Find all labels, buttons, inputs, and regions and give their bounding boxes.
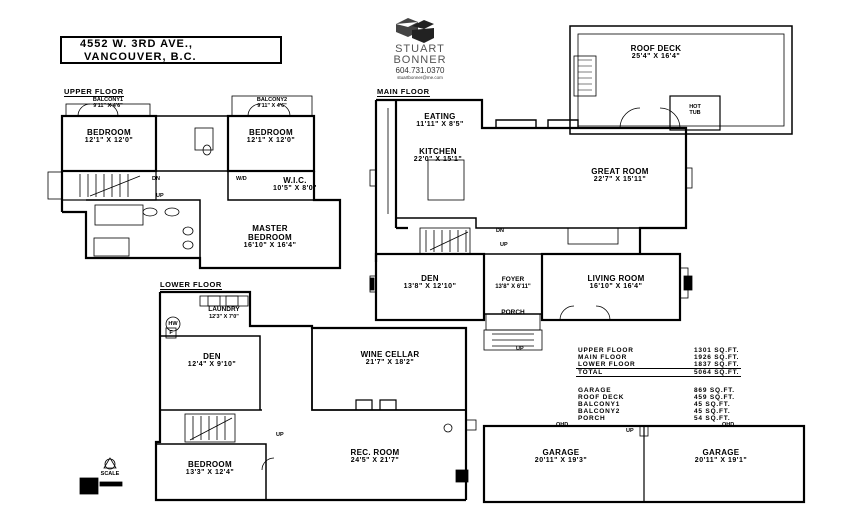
- area-table-floors: UPPER FLOOR 1301 SQ.FT. MAIN FLOOR 1926 SQ.…: [576, 347, 742, 377]
- room-bedroom-upper-1: BEDROOM 12'1" X 12'0": [84, 128, 134, 144]
- area-label: LOWER FLOOR: [578, 361, 636, 368]
- area-value: 1301 SQ.FT.: [694, 347, 740, 354]
- room-balcony2: BALCONY2 9'11" X 4'6": [256, 97, 288, 109]
- area-total-row: TOTAL 5064 SQ.FT.: [576, 368, 742, 377]
- room-wic: W.I.C. 10'5" X 8'0": [273, 176, 317, 192]
- area-row: MAIN FLOOR 1926 SQ.FT.: [576, 354, 741, 361]
- balcony-doors: [77, 103, 291, 117]
- area-row: BALCONY2 45 SQ.FT.: [576, 408, 737, 415]
- room-roof-deck: ROOF DECK 25'4" X 16'4": [630, 44, 682, 60]
- main-floor-label: MAIN FLOOR: [377, 87, 430, 97]
- room-laundry: LAUNDRY 12'3" X 7'0": [208, 306, 240, 320]
- room-eating: EATING 11'11" X 8'5": [416, 112, 464, 128]
- room-garage-1: GARAGE 20'11" X 19'3": [534, 448, 588, 464]
- area-label: PORCH: [578, 415, 606, 422]
- logo-mark-icon: [396, 18, 434, 43]
- room-great-room: GREAT ROOM 22'7" X 15'11": [591, 167, 649, 183]
- area-label: ROOF DECK: [578, 394, 625, 401]
- scale-mark: [79, 457, 123, 495]
- room-den-main: DEN 13'8" X 12'10": [403, 274, 457, 290]
- address-box: 4552 W. 3RD AVE., VANCOUVER, B.C.: [60, 36, 282, 64]
- room-master-bedroom: MASTER BEDROOM 16'10" X 16'4": [243, 224, 297, 249]
- area-value: 54 SQ.FT.: [694, 415, 731, 422]
- area-value: 45 SQ.FT.: [694, 401, 731, 408]
- area-value: 45 SQ.FT.: [694, 408, 731, 415]
- room-wine-cellar: WINE CELLAR 21'7" X 18'2": [360, 350, 420, 366]
- area-value: 5064 SQ.FT.: [692, 368, 742, 377]
- area-row: UPPER FLOOR 1301 SQ.FT.: [576, 347, 741, 354]
- room-balcony1: BALCONY1 9'11" X 4'6": [92, 97, 124, 109]
- room-living-room: LIVING ROOM 16'10" X 16'4": [587, 274, 645, 290]
- area-row: PORCH 54 SQ.FT.: [576, 415, 737, 422]
- brand-line2: BONNER: [393, 54, 447, 66]
- brand-web: stuartbonner@me.com: [397, 75, 443, 80]
- brand-line1: STUART: [395, 43, 445, 55]
- garage-walls: [482, 424, 806, 504]
- area-value: 459 SQ.FT.: [694, 394, 735, 401]
- room-bedroom-upper-2: BEDROOM 12'1" X 12'0": [246, 128, 296, 144]
- area-label: BALCONY2: [578, 408, 621, 415]
- room-porch: PORCH: [501, 309, 525, 316]
- address-line1: 4552 W. 3RD AVE.,: [80, 38, 193, 50]
- area-row: GARAGE 869 SQ.FT.: [576, 387, 737, 394]
- main-up-mark: UP: [500, 242, 508, 248]
- scale-label: SCALE: [100, 471, 120, 477]
- area-label: UPPER FLOOR: [578, 347, 634, 354]
- area-label: MAIN FLOOR: [578, 354, 628, 361]
- main-floor-details: [369, 107, 693, 351]
- area-row: ROOF DECK 459 SQ.FT.: [576, 394, 737, 401]
- roof-deck-outline: [569, 25, 793, 135]
- area-value: 869 SQ.FT.: [694, 387, 735, 394]
- lower-floor-walls: [154, 290, 468, 502]
- room-kitchen: KITCHEN 22'0" X 15'1": [413, 147, 463, 163]
- garage-ohd-2: OHD: [722, 422, 735, 428]
- garage-up-mark: UP: [626, 428, 634, 434]
- room-foyer: FOYER 13'8" X 6'11": [495, 276, 531, 290]
- lower-floor-label: LOWER FLOOR: [160, 280, 222, 290]
- area-value: 1926 SQ.FT.: [694, 354, 740, 361]
- room-garage-2: GARAGE 20'11" X 19'1": [694, 448, 748, 464]
- upper-wd-mark: W/D: [236, 176, 247, 182]
- area-label: TOTAL: [576, 368, 692, 377]
- main-dn-mark: DN: [496, 228, 504, 234]
- upper-floor-details: [47, 95, 313, 257]
- f-mark: F: [169, 330, 173, 336]
- area-value: 1837 SQ.FT.: [694, 361, 740, 368]
- hw-mark: HW: [168, 321, 178, 327]
- brand-logo: STUART BONNER 604.731.0370 stuartbonner@…: [376, 16, 464, 80]
- area-row: BALCONY1 45 SQ.FT.: [576, 401, 737, 408]
- area-row: LOWER FLOOR 1837 SQ.FT.: [576, 361, 741, 369]
- area-label: GARAGE: [578, 387, 612, 394]
- hot-tub: HOT TUB: [689, 104, 701, 116]
- upper-floor-label: UPPER FLOOR: [64, 87, 124, 97]
- area-summary: UPPER FLOOR 1301 SQ.FT. MAIN FLOOR 1926 SQ.…: [576, 347, 742, 422]
- room-bedroom-lower: BEDROOM 13'3" X 12'4": [185, 460, 235, 476]
- address-line2: VANCOUVER, B.C.: [84, 51, 197, 63]
- brand-phone: 604.731.0370: [395, 66, 445, 75]
- upper-dn-mark: DN: [152, 176, 160, 182]
- room-rec-room: REC. ROOM 24'5" X 21'7": [350, 448, 400, 464]
- garage-ohd-1: OHD: [556, 422, 569, 428]
- porch-up-mark: UP: [516, 346, 524, 352]
- room-den-lower: DEN 12'4" X 9'10": [187, 352, 237, 368]
- lower-up-mark: UP: [276, 432, 284, 438]
- area-label: BALCONY1: [578, 401, 621, 408]
- upper-up-mark: UP: [156, 193, 164, 199]
- lower-floor-details: [165, 295, 477, 483]
